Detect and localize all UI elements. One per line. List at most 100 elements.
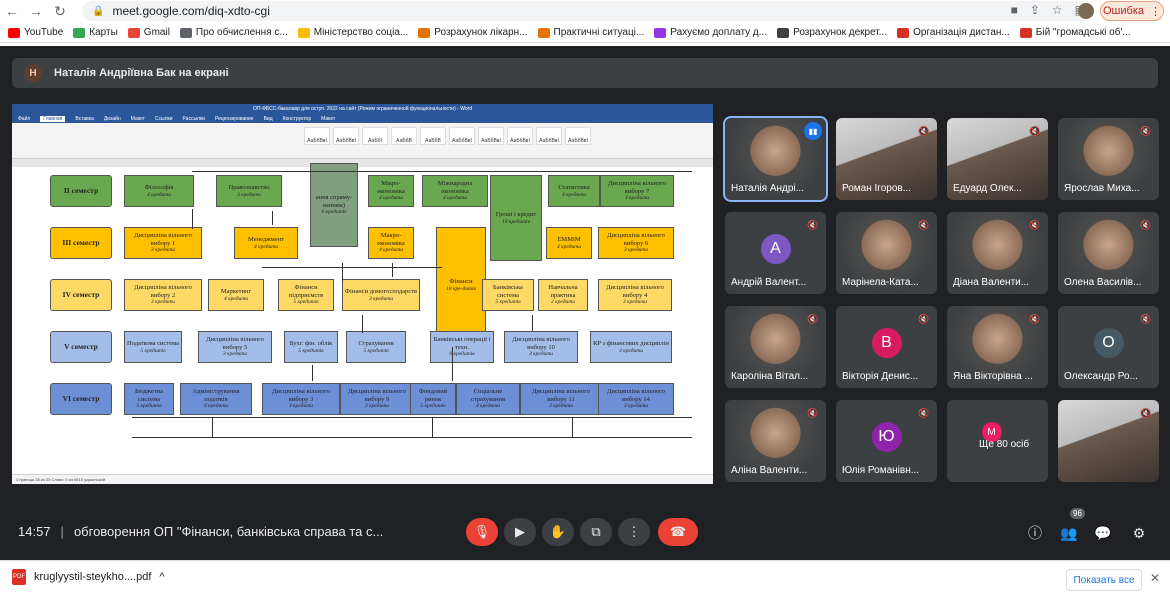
bookmark-item[interactable]: Міністерство соціа... <box>297 27 409 38</box>
bookmark-label: Рахуємо доплату д... <box>670 27 768 38</box>
course-credits: 3 кредити <box>528 351 553 358</box>
download-item[interactable]: PDF kruglyystil-steykho....pdf ^ <box>12 569 165 585</box>
bookmark-label: Розрахунок декрет... <box>793 27 888 38</box>
course-title: Бухг. фін. облік <box>289 340 333 348</box>
bookmark-item[interactable]: Розрахунок лікарн... <box>418 27 528 38</box>
participant-tile[interactable]: 🔇Едуард Олек... <box>947 118 1048 200</box>
forward-icon[interactable]: → <box>29 3 43 19</box>
participant-tile[interactable]: В🔇Вікторія Денис... <box>836 306 937 388</box>
mic-muted-icon: 🔇 <box>1140 313 1152 324</box>
course-credits: 2 кредити <box>550 299 575 306</box>
mic-muted-icon: 🔇 <box>1140 125 1152 136</box>
activities-icon[interactable]: ⚙ <box>1132 524 1146 541</box>
participant-tile[interactable]: 🔇Діана Валенти... <box>947 212 1048 294</box>
info-icon[interactable]: ⓘ <box>1028 525 1042 541</box>
reload-icon[interactable]: ↻ <box>54 2 66 19</box>
participant-name: Діана Валенти... <box>953 277 1030 288</box>
course-credits: 3 кредити <box>222 351 247 358</box>
leave-call-button[interactable]: ☎ <box>658 518 698 546</box>
raise-hand-button[interactable]: ✋ <box>542 518 574 546</box>
participant-tile[interactable]: Ю🔇Юлія Романівн... <box>836 400 937 482</box>
more-options-button[interactable]: ⋮ <box>618 518 650 546</box>
diagram-connector <box>132 417 692 418</box>
bookmark-favicon-icon <box>179 27 192 38</box>
course-credits: 4 кредити <box>223 295 248 302</box>
close-icon[interactable]: ✕ <box>1150 571 1161 585</box>
browser-chrome: ← → ↻ 🔒 meet.google.com/diq-xdto-cgi ■ ⇪… <box>0 0 1170 46</box>
course-title: Дисципліна вільного вибору 11 <box>532 388 590 403</box>
word-tab: Макет <box>321 115 336 122</box>
diagram-connector <box>392 263 393 277</box>
semester-label: VІ семестр <box>50 383 112 415</box>
participant-tile[interactable]: А🔇Андрій Валент... <box>725 212 826 294</box>
bookmark-item[interactable]: Бій "громадські об'... <box>1019 27 1131 38</box>
participant-tile[interactable]: 🔇Ярослав Миха... <box>1058 118 1159 200</box>
participant-tile[interactable]: 🔇Кароліна Вітал... <box>725 306 826 388</box>
participant-tile[interactable]: ▮▮Наталія Андрі... <box>723 116 828 202</box>
participant-name: Андрій Валент... <box>731 277 807 288</box>
downloads-bar: PDF kruglyystil-steykho....pdf ^ Показат… <box>0 560 1170 600</box>
participant-tile[interactable]: 🔇Марінела-Ката... <box>836 212 937 294</box>
bookmark-item[interactable]: Про обчислення с... <box>179 27 288 38</box>
participant-tile[interactable]: 🔇Яна Вікторівна ... <box>947 306 1048 388</box>
diagram-connector <box>192 171 692 172</box>
mic-off-button[interactable]: 🎙 <box>466 518 498 546</box>
chevron-up-icon[interactable]: ^ <box>159 571 165 583</box>
bookmark-item[interactable]: Рахуємо доплату д... <box>654 27 767 38</box>
participant-tile[interactable]: 🔇Олена Василів... <box>1058 212 1159 294</box>
participant-tile[interactable]: О🔇Олександр Ро... <box>1058 306 1159 388</box>
bookmark-item[interactable]: YouTube <box>8 27 63 38</box>
bookmark-item[interactable]: Карты <box>73 27 118 38</box>
bookmark-label: Міністерство соціа... <box>313 27 409 38</box>
word-style-preset: АаБбВвІ <box>507 127 533 145</box>
meet-controls-bar: 14:57 | обговорення ОП "Фінанси, банківс… <box>0 514 1170 560</box>
share-icon[interactable]: ⇪ <box>1029 3 1040 17</box>
bookmark-item[interactable]: Розрахунок декрет... <box>777 27 887 38</box>
camera-icon: ▶ <box>515 524 525 539</box>
course-credits: 3 кредити <box>622 299 647 306</box>
star-icon[interactable]: ☆ <box>1051 3 1063 17</box>
participant-tile[interactable]: 🔇Аліна Валенти... <box>725 400 826 482</box>
course-title: Фінанси підприємств <box>288 284 324 299</box>
course-title: ання спряму-ванням) <box>315 194 353 209</box>
course-credits: 5 кредитів <box>293 299 319 306</box>
bookmark-favicon-icon <box>127 27 140 38</box>
word-style-preset: АаБбВвІ <box>536 127 562 145</box>
show-all-downloads-button[interactable]: Показать все <box>1066 569 1142 591</box>
camera-button[interactable]: ▶ <box>504 518 536 546</box>
bookmark-item[interactable]: Організація дистан... <box>897 27 1010 38</box>
presenter-bar: Н Наталія Андріївна Бак на екрані <box>12 58 1158 88</box>
bookmark-item[interactable]: Практичні ситуаці... <box>537 27 644 38</box>
course-credits: 3 кредити <box>548 403 573 410</box>
people-icon[interactable]: 👥 <box>1060 524 1078 541</box>
bookmark-item[interactable]: Gmail <box>127 27 170 38</box>
course-credits: 3 кредити <box>618 347 643 354</box>
address-bar[interactable]: 🔒 meet.google.com/diq-xdto-cgi ■ ⇪ ☆ ▤ <box>82 1 1094 21</box>
back-icon[interactable]: ← <box>5 3 19 19</box>
mic-muted-icon: 🔇 <box>807 219 819 230</box>
mic-muted-icon: 🔇 <box>918 407 930 418</box>
profile-avatar[interactable] <box>1078 3 1094 19</box>
present-button[interactable]: ⧉ <box>580 518 612 546</box>
participant-tile[interactable]: 🔇Роман Ігоров... <box>836 118 937 200</box>
present-icon: ⧉ <box>591 524 601 539</box>
camera-indicator-icon[interactable]: ■ <box>1010 3 1018 17</box>
more-vert-icon: ⋮ <box>627 524 641 539</box>
chat-icon[interactable]: 💬 <box>1094 524 1112 541</box>
word-tab: Вид <box>263 115 273 122</box>
course-title: Гроші і кредит <box>495 211 537 219</box>
participant-name: Роман Ігоров... <box>842 183 912 194</box>
participant-tile[interactable]: 🔇 <box>1058 400 1159 482</box>
course-credits: 3 кредити <box>236 191 261 198</box>
course-credits: 3 кредити <box>150 247 175 254</box>
error-button[interactable]: Ошибка ⋮ <box>1100 1 1164 21</box>
